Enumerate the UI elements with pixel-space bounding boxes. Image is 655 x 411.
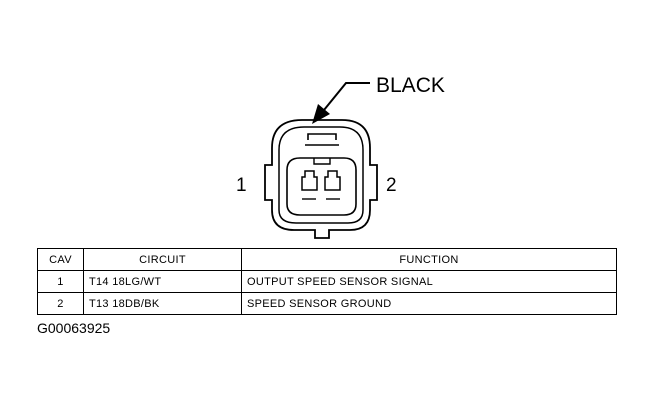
cell-circuit: T14 18LG/WT xyxy=(83,270,242,293)
cell-function: OUTPUT SPEED SENSOR SIGNAL xyxy=(241,270,617,293)
connector-face xyxy=(264,119,378,239)
connector-latch xyxy=(307,133,337,140)
cavity-table: CAV CIRCUIT FUNCTION 1 T14 18LG/WT OUTPU… xyxy=(37,248,617,315)
cavity-1-terminal xyxy=(301,170,318,191)
table-row: 1 T14 18LG/WT OUTPUT SPEED SENSOR SIGNAL xyxy=(37,270,617,293)
connector-outer-housing xyxy=(264,119,378,239)
connector-color-label: BLACK xyxy=(376,74,445,97)
connector-inner-housing xyxy=(278,126,364,224)
pin-label-2: 2 xyxy=(386,175,397,196)
table-header-row: CAV CIRCUIT FUNCTION xyxy=(37,248,617,271)
header-circuit: CIRCUIT xyxy=(83,248,242,271)
cavity-table-container: CAV CIRCUIT FUNCTION 1 T14 18LG/WT OUTPU… xyxy=(37,248,617,315)
cavity-2-terminal xyxy=(324,170,341,191)
cell-cav: 1 xyxy=(37,270,84,293)
cell-circuit: T13 18DB/BK xyxy=(83,292,242,315)
figure-id: G00063925 xyxy=(37,320,111,336)
color-callout: BLACK xyxy=(312,74,445,124)
pin-label-1: 1 xyxy=(236,175,247,196)
callout-arrowhead xyxy=(312,104,330,124)
connector-key-notch xyxy=(313,158,331,165)
connector-cavity-area xyxy=(286,157,357,216)
cell-cav: 2 xyxy=(37,292,84,315)
callout-leader-line xyxy=(323,82,370,111)
header-function: FUNCTION xyxy=(241,248,617,271)
header-cav: CAV xyxy=(37,248,84,271)
table-row: 2 T13 18DB/BK SPEED SENSOR GROUND xyxy=(37,292,617,315)
cell-function: SPEED SENSOR GROUND xyxy=(241,292,617,315)
